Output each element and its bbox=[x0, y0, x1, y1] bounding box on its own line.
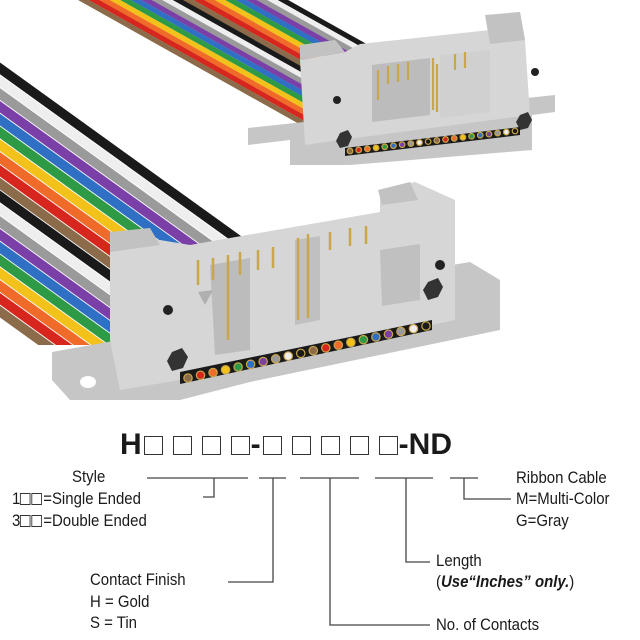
wire-end bbox=[450, 134, 458, 142]
wire-end bbox=[424, 138, 432, 145]
contacts-title: No. of Contacts bbox=[436, 615, 540, 634]
finish-box bbox=[230, 436, 250, 455]
contact-finish-title: Contact Finish bbox=[90, 570, 186, 589]
wire-end bbox=[371, 332, 381, 342]
wire-end bbox=[245, 359, 256, 370]
box-icon bbox=[20, 515, 31, 527]
style-title: Style bbox=[72, 467, 106, 486]
box-icon bbox=[31, 493, 43, 505]
ribbon-cable-assembly-illustration bbox=[0, 0, 555, 400]
wire-end bbox=[416, 139, 423, 146]
wire-end bbox=[283, 351, 294, 361]
box-icon bbox=[31, 515, 43, 527]
wire-stripe bbox=[0, 241, 320, 345]
paren: ) bbox=[569, 572, 575, 591]
wire-stripe bbox=[0, 266, 320, 345]
style-box bbox=[172, 436, 192, 455]
wire-end bbox=[333, 340, 344, 350]
wire-end bbox=[295, 348, 306, 359]
length-note-text: Use“Inches” only. bbox=[440, 572, 570, 591]
wire-end bbox=[396, 326, 406, 337]
wire-stripe bbox=[0, 254, 320, 345]
style-double: 3 =Double Ended bbox=[12, 511, 147, 531]
wire-end bbox=[270, 354, 281, 364]
upper-connector bbox=[248, 12, 555, 165]
wire-end bbox=[433, 137, 441, 144]
wire-stripe bbox=[0, 215, 320, 345]
wire-end bbox=[358, 334, 369, 345]
wire-end bbox=[390, 142, 397, 150]
contact-finish-tin: S = Tin bbox=[90, 613, 137, 632]
ribbon-title: Ribbon Cable bbox=[516, 468, 607, 487]
style-double-label: =Double Ended bbox=[43, 511, 147, 530]
style-single-prefix: 1 bbox=[12, 489, 21, 508]
length-note: (Use“Inches” only.) bbox=[436, 572, 574, 592]
style-single: 1 =Single Ended bbox=[12, 489, 141, 509]
style-box bbox=[143, 436, 163, 455]
wire-end bbox=[208, 367, 218, 378]
wire-end bbox=[258, 356, 268, 367]
wire-end bbox=[421, 321, 431, 331]
wire-end bbox=[372, 144, 380, 152]
wire-end bbox=[308, 345, 319, 356]
wire-end bbox=[320, 343, 331, 353]
ribbon-gray: G=Gray bbox=[516, 511, 569, 530]
wire-end bbox=[459, 133, 467, 141]
length-title: Length bbox=[436, 551, 482, 570]
wire-end bbox=[485, 130, 493, 138]
wire-end bbox=[183, 373, 193, 383]
lower-connector bbox=[52, 182, 500, 400]
length-box bbox=[349, 436, 369, 455]
wire-end bbox=[407, 140, 415, 148]
color-box bbox=[378, 436, 398, 455]
wire-end bbox=[346, 337, 356, 348]
wire-end bbox=[442, 136, 449, 143]
wire-end bbox=[355, 146, 363, 154]
wire-end bbox=[363, 145, 371, 153]
wire-end bbox=[346, 147, 354, 155]
wire-stripe bbox=[0, 292, 320, 345]
part-separator: - bbox=[250, 428, 261, 461]
wire-end bbox=[220, 364, 231, 375]
wire-end bbox=[381, 143, 389, 151]
part-suffix: -ND bbox=[398, 428, 452, 461]
wire-end bbox=[195, 370, 206, 381]
style-single-label: =Single Ended bbox=[43, 489, 141, 508]
wire-end bbox=[476, 131, 484, 139]
wire-end bbox=[383, 329, 394, 340]
wire-stripe bbox=[0, 279, 320, 345]
contacts-box bbox=[262, 436, 282, 455]
wire-end bbox=[398, 141, 406, 149]
ribbon-multi: M=Multi-Color bbox=[516, 489, 610, 508]
wire-stripe bbox=[62, 0, 349, 150]
wire-end bbox=[494, 129, 502, 137]
part-number-template: H - -ND bbox=[120, 428, 452, 462]
wire-end bbox=[511, 127, 519, 135]
contacts-box bbox=[291, 436, 311, 455]
wire-end bbox=[502, 128, 510, 136]
length-box bbox=[320, 436, 340, 455]
wire-stripe bbox=[0, 228, 320, 345]
style-double-prefix: 3 bbox=[12, 511, 21, 530]
wire-end bbox=[468, 132, 475, 140]
wire-end bbox=[233, 362, 243, 372]
style-box bbox=[201, 436, 221, 455]
part-prefix: H bbox=[120, 428, 142, 461]
contact-finish-gold: H = Gold bbox=[90, 592, 150, 611]
box-icon bbox=[20, 493, 31, 505]
paren: ( bbox=[436, 572, 441, 591]
wire-end bbox=[408, 323, 419, 334]
